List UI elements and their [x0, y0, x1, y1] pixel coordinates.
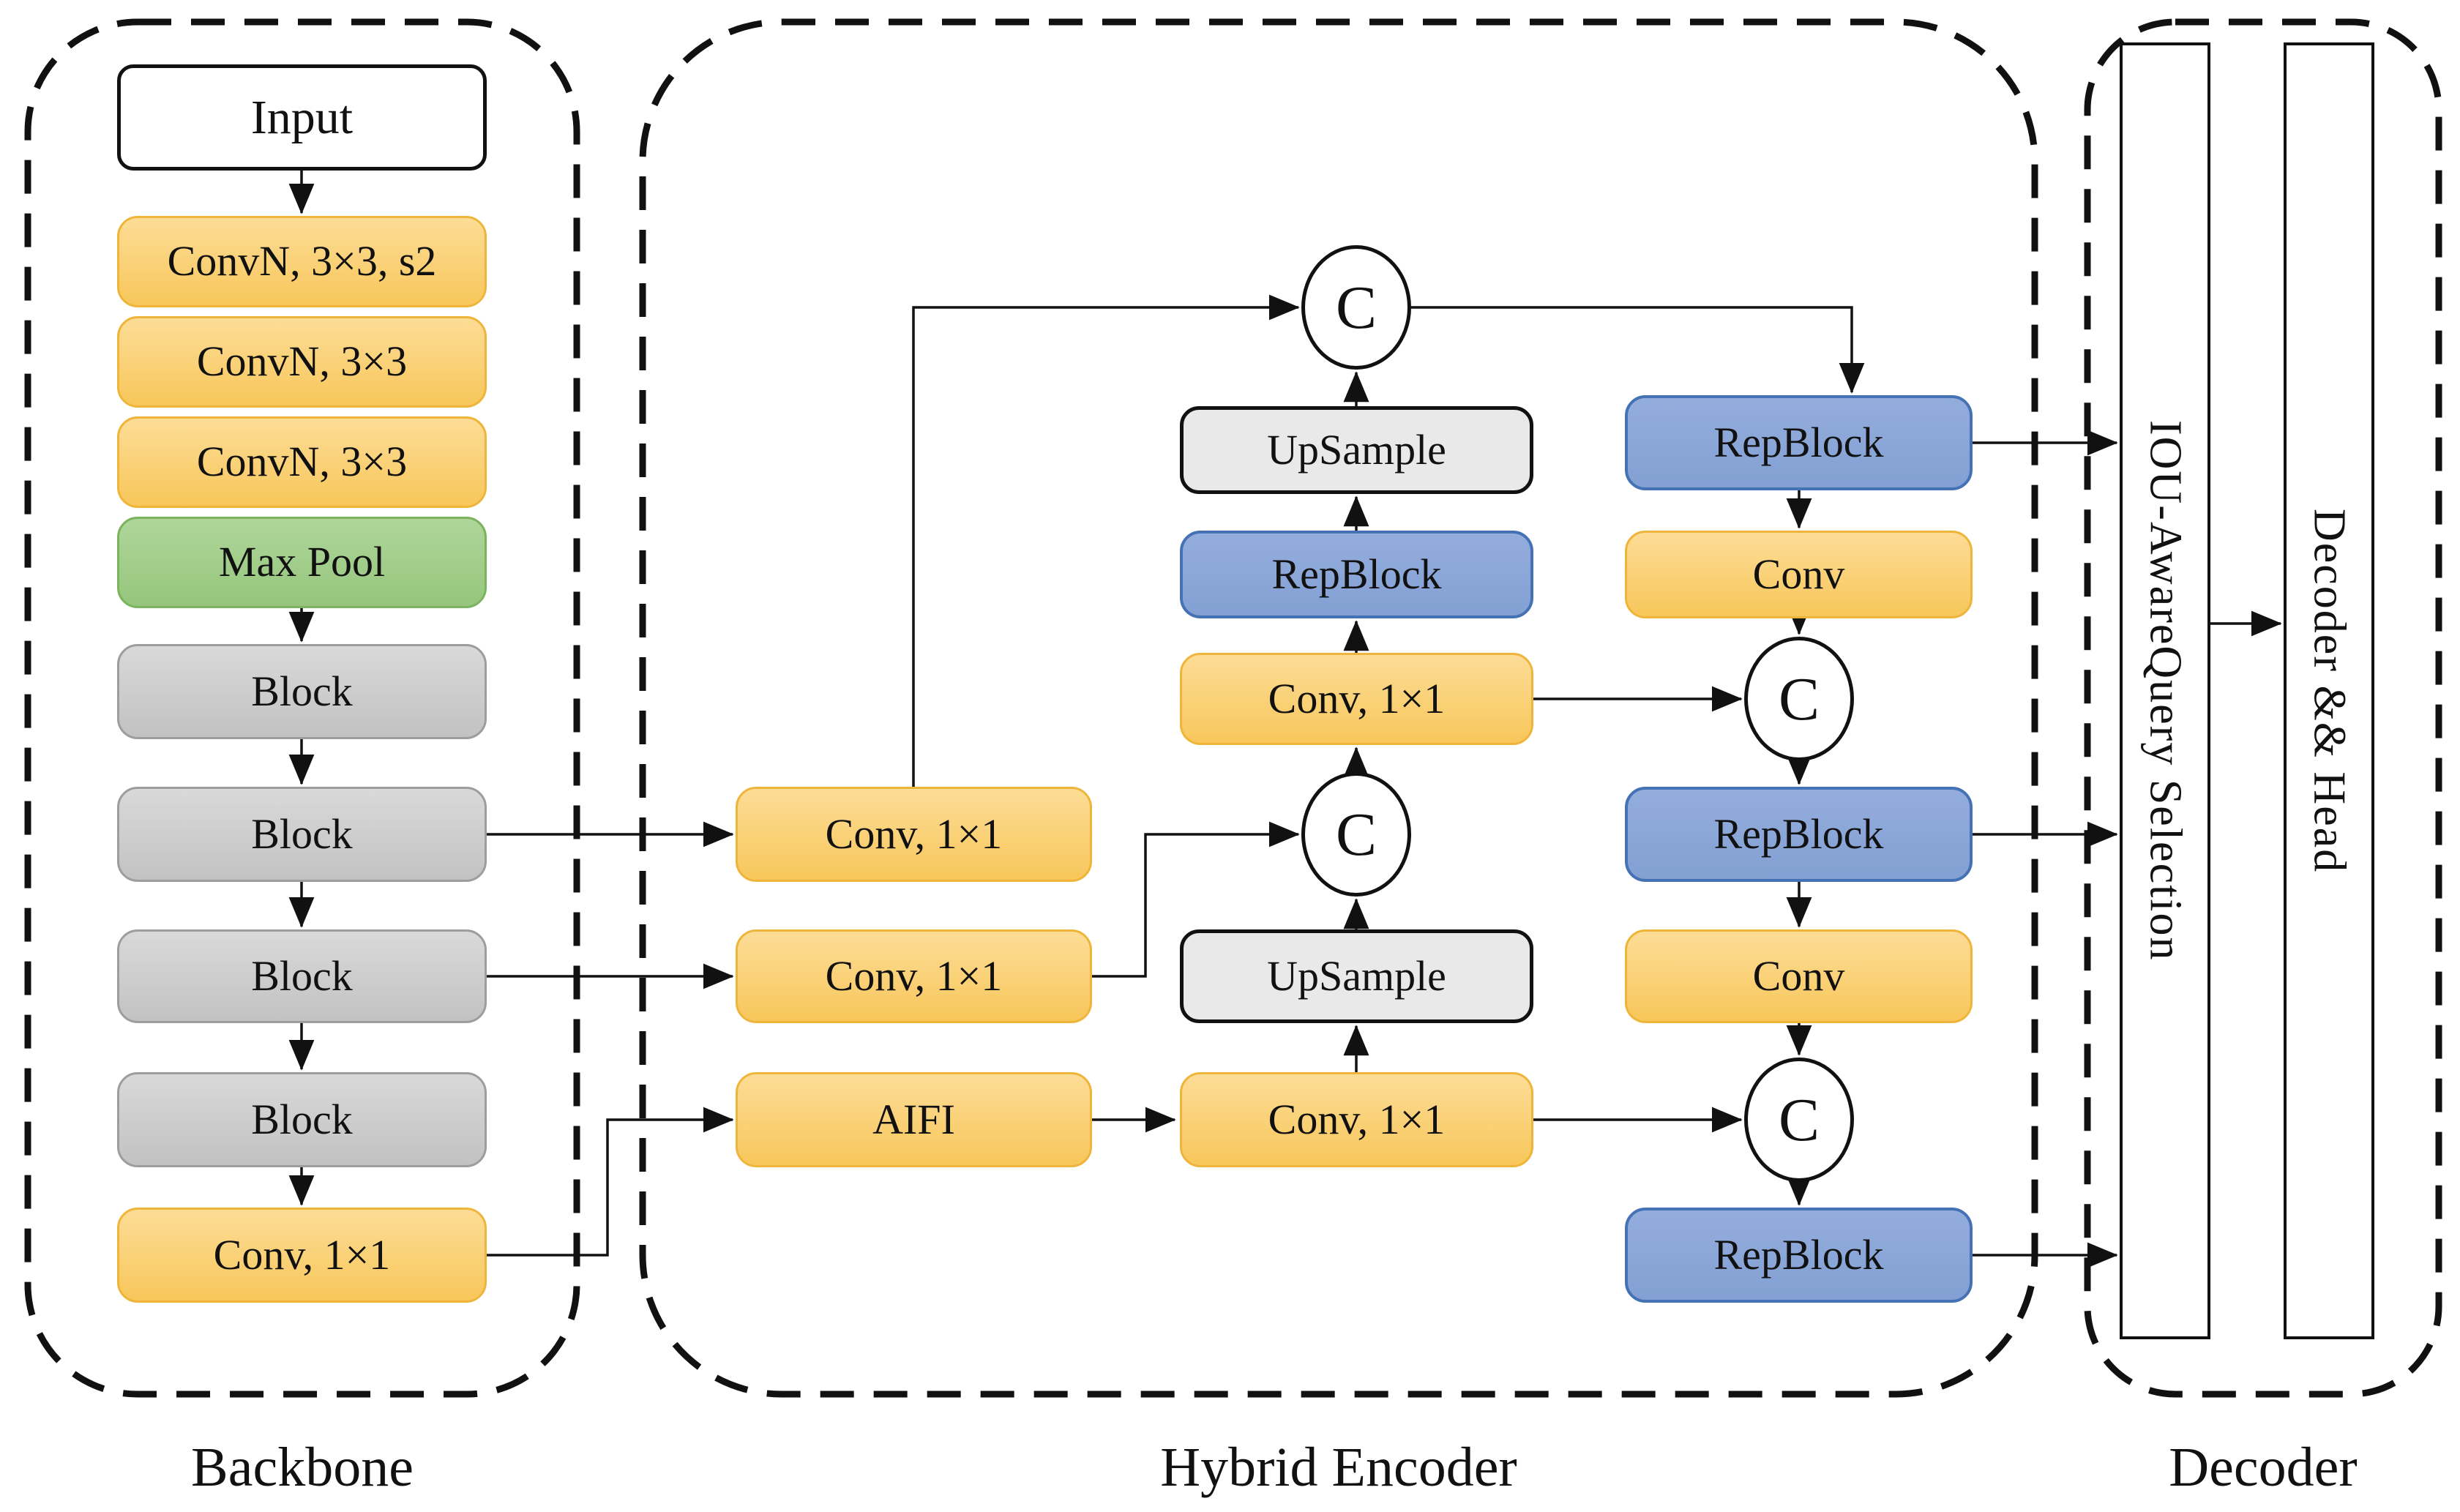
node-block-2: Block: [117, 787, 487, 882]
node-repblock-center-label: RepBlock: [1271, 550, 1442, 598]
node-block-2-label: Block: [251, 809, 353, 858]
concat-right-2: C: [1744, 1058, 1854, 1182]
decoder-boundary: [2084, 18, 2442, 1398]
node-aifi: AIFI: [736, 1072, 1092, 1167]
edge-enc-conv-top-to-concat-top: [912, 294, 1300, 787]
node-block-1: Block: [117, 644, 487, 739]
node-max-pool: Max Pool: [117, 517, 487, 608]
node-upsample-low-label: UpSample: [1267, 951, 1446, 1000]
concat-right-1-label: C: [1778, 665, 1820, 733]
node-enc-conv-1x1-top: Conv, 1×1: [736, 787, 1092, 882]
node-block-4-label: Block: [251, 1095, 353, 1143]
concat-right-1: C: [1744, 637, 1854, 761]
node-bottom-conv-1x1-label: Conv, 1×1: [1268, 1095, 1446, 1143]
node-input: Input: [117, 64, 487, 171]
edge-concattop-repblock-r1: [1411, 306, 1865, 394]
concat-right-2-label: C: [1778, 1085, 1820, 1154]
node-repblock-center: RepBlock: [1180, 531, 1533, 618]
decoder-section-label: Decoder: [2169, 1437, 2358, 1498]
node-repblock-right-3: RepBlock: [1625, 1208, 1973, 1303]
node-backbone-conv-1x1: Conv, 1×1: [117, 1208, 487, 1303]
node-repblock-right-2: RepBlock: [1625, 787, 1973, 882]
backbone-boundary: [24, 18, 580, 1398]
node-convn-3x3-a-label: ConvN, 3×3: [196, 337, 408, 386]
node-repblock-right-1: RepBlock: [1625, 395, 1973, 490]
node-decoder-head: Decoder && Head: [2284, 42, 2374, 1339]
node-iou-aware-query-selection-label: IOU-AwareQuery Selection: [2140, 420, 2191, 962]
node-repblock-right-2-label: RepBlock: [1713, 809, 1884, 858]
node-backbone-conv-1x1-label: Conv, 1×1: [213, 1230, 391, 1279]
node-conv-right-1-label: Conv: [1752, 550, 1845, 598]
node-conv-right-2: Conv: [1625, 929, 1973, 1023]
node-conv-right-1: Conv: [1625, 531, 1973, 618]
node-block-1-label: Block: [251, 667, 353, 715]
node-iou-aware-query-selection: IOU-AwareQuery Selection: [2120, 42, 2210, 1339]
concat-top: C: [1301, 245, 1411, 370]
node-convn-3x3-b: ConvN, 3×3: [117, 416, 487, 508]
edge-conv1x1-aifi: [487, 1107, 734, 1257]
hybrid-encoder-section-label: Hybrid Encoder: [1160, 1437, 1517, 1498]
node-fuse-conv-1x1-label: Conv, 1×1: [1268, 674, 1446, 722]
node-conv-right-2-label: Conv: [1752, 951, 1845, 1000]
node-max-pool-label: Max Pool: [218, 538, 386, 586]
node-fuse-conv-1x1: Conv, 1×1: [1180, 653, 1533, 745]
hybrid-encoder-boundary: [639, 18, 2038, 1398]
node-convn-3x3-s2-label: ConvN, 3×3, s2: [167, 237, 437, 285]
node-block-3: Block: [117, 929, 487, 1023]
backbone-section-label: Backbone: [191, 1437, 414, 1498]
node-upsample-top-label: UpSample: [1267, 425, 1446, 474]
node-enc-conv-1x1-mid-label: Conv, 1×1: [825, 951, 1003, 1000]
node-enc-conv-1x1-mid: Conv, 1×1: [736, 929, 1092, 1023]
node-decoder-head-label: Decoder && Head: [2304, 508, 2355, 874]
node-input-label: Input: [250, 90, 354, 144]
node-convn-3x3-s2: ConvN, 3×3, s2: [117, 216, 487, 307]
node-upsample-low: UpSample: [1180, 929, 1533, 1023]
node-aifi-label: AIFI: [872, 1095, 955, 1143]
concat-mid: C: [1301, 772, 1411, 897]
node-block-4: Block: [117, 1072, 487, 1167]
node-upsample-top: UpSample: [1180, 406, 1533, 494]
node-enc-conv-1x1-top-label: Conv, 1×1: [825, 809, 1003, 858]
concat-mid-label: C: [1335, 800, 1377, 869]
node-convn-3x3-a: ConvN, 3×3: [117, 316, 487, 408]
node-repblock-right-1-label: RepBlock: [1713, 418, 1884, 466]
edge-enc-conv-mid-to-concat-mid: [1092, 821, 1300, 978]
concat-top-label: C: [1335, 273, 1377, 342]
node-block-3-label: Block: [251, 951, 353, 1000]
node-bottom-conv-1x1: Conv, 1×1: [1180, 1072, 1533, 1167]
node-repblock-right-3-label: RepBlock: [1713, 1230, 1884, 1279]
node-convn-3x3-b-label: ConvN, 3×3: [196, 438, 408, 486]
